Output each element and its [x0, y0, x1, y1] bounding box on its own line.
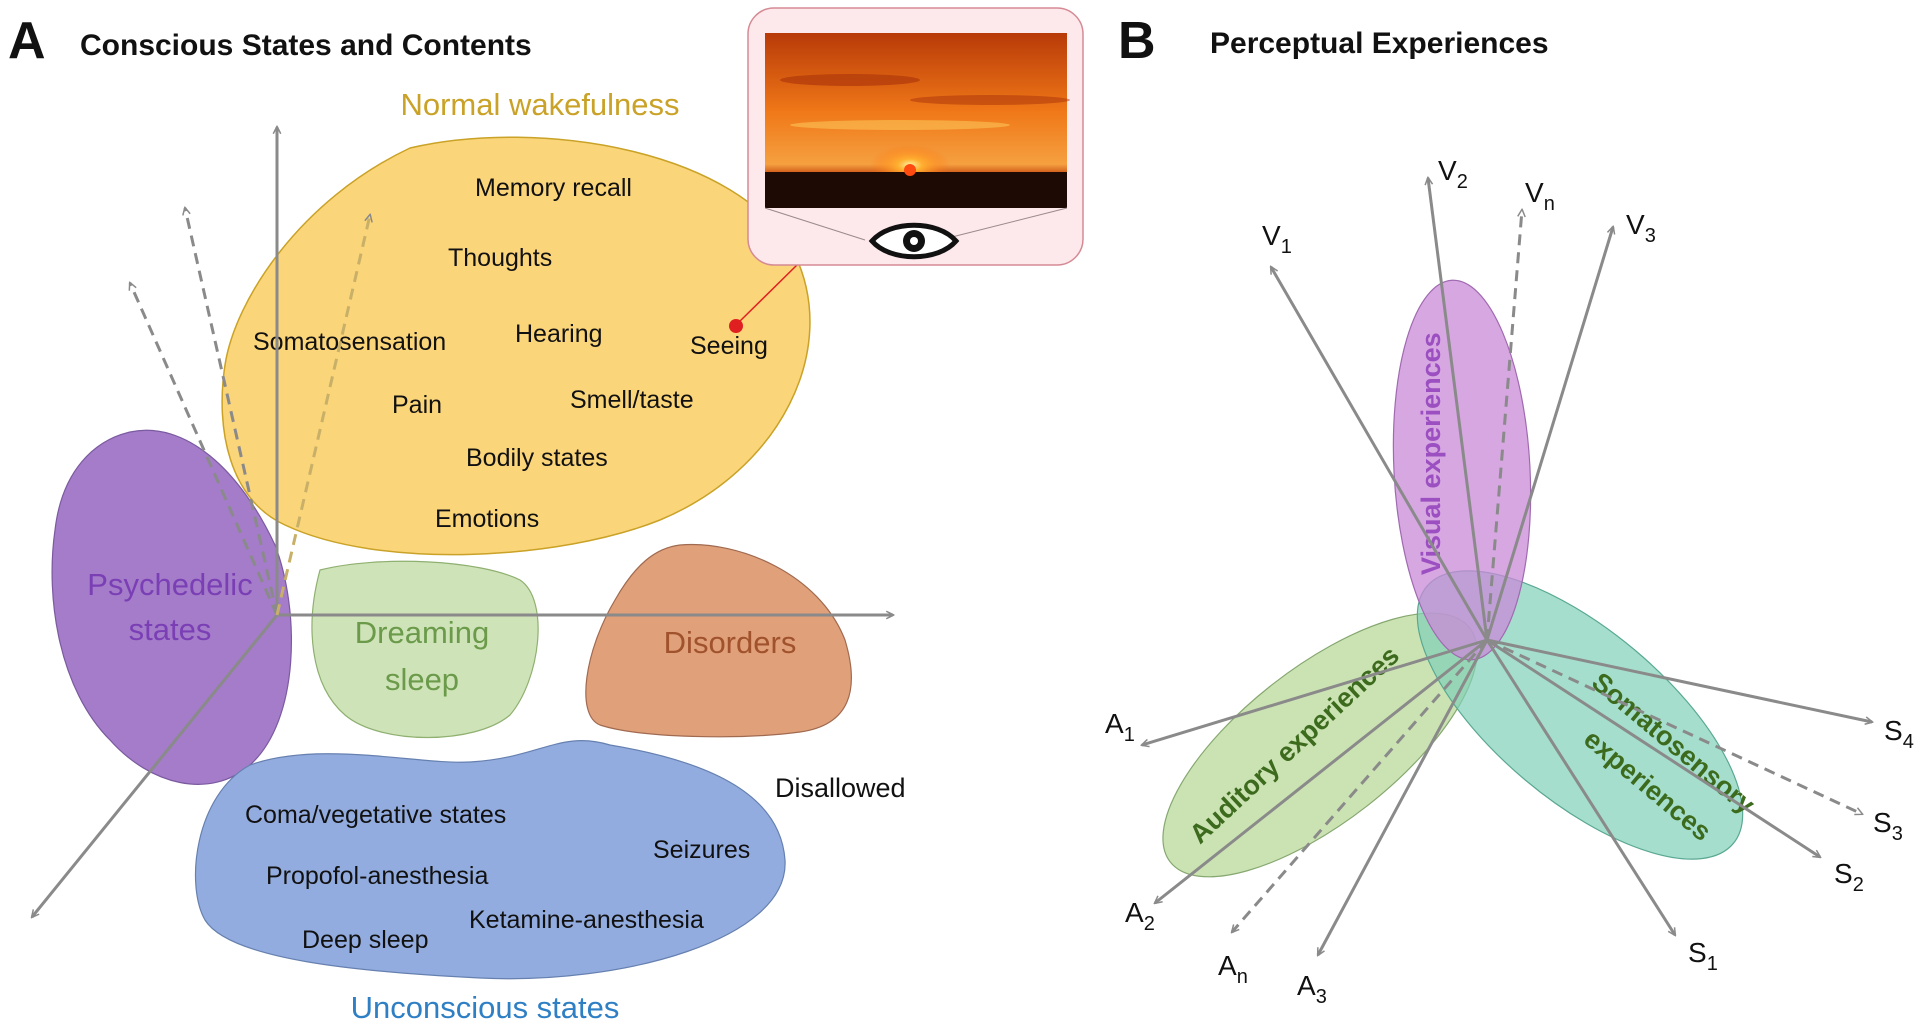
- axis-S4: [1486, 638, 1872, 722]
- label-V1: V1: [1262, 220, 1292, 258]
- item-coma: Coma/vegetative states: [245, 801, 506, 829]
- label-A3: A3: [1297, 970, 1327, 1008]
- item-memory-recall: Memory recall: [475, 174, 632, 202]
- psychedelic-states-region: [51, 429, 292, 785]
- normal-wakefulness-label: Normal wakefulness: [400, 87, 679, 122]
- panel-a-title: Conscious States and Contents: [80, 29, 532, 62]
- dashed-axis-1: [185, 208, 279, 616]
- label-V2: V2: [1438, 155, 1468, 193]
- label-An: An: [1218, 950, 1248, 988]
- item-seizures: Seizures: [653, 836, 750, 864]
- axis-An: [1232, 639, 1489, 932]
- label-A2: A2: [1125, 897, 1155, 935]
- label-S2: S2: [1834, 858, 1864, 896]
- sunset-photo: [765, 33, 1070, 208]
- label-Vn: Vn: [1525, 177, 1555, 215]
- normal-wakefulness-region: [221, 136, 811, 556]
- panel-a: A Conscious States and Contents Normal w…: [8, 7, 1084, 1025]
- axis-diagonal: [32, 614, 279, 917]
- dreaming-label-line2: sleep: [385, 662, 459, 697]
- dashed-axis-3: [275, 215, 370, 616]
- item-ketamine: Ketamine-anesthesia: [469, 906, 704, 934]
- dreaming-sleep-region: [311, 560, 539, 739]
- item-deep-sleep: Deep sleep: [302, 926, 428, 954]
- psychedelic-label-line2: states: [129, 612, 212, 647]
- visual-experiences-region: [1392, 279, 1532, 661]
- item-bodily-states: Bodily states: [466, 444, 608, 472]
- unconscious-states-region: [194, 740, 786, 980]
- panel-b-letter: B: [1118, 12, 1156, 70]
- seeing-marker: [729, 319, 743, 333]
- axis-A3: [1316, 639, 1489, 955]
- disorders-region: [585, 543, 852, 738]
- panel-b-title: Perceptual Experiences: [1210, 27, 1549, 60]
- label-S4: S4: [1884, 715, 1914, 753]
- dreaming-label-line1: Dreaming: [355, 615, 489, 650]
- item-seeing: Seeing: [690, 332, 768, 360]
- visual-experiences-label: Visual experiences: [1416, 332, 1446, 575]
- seeing-connector: [735, 261, 801, 326]
- label-A1: A1: [1105, 708, 1135, 746]
- item-smell-taste: Smell/taste: [570, 386, 694, 414]
- axis-S1: [1485, 639, 1675, 935]
- item-hearing: Hearing: [515, 320, 603, 348]
- panel-a-letter: A: [8, 12, 46, 70]
- axis-S3: [1486, 638, 1862, 816]
- axis-V3: [1485, 227, 1613, 641]
- item-propofol: Propofol-anesthesia: [266, 862, 488, 890]
- axis-S2: [1486, 638, 1820, 857]
- disallowed-label: Disallowed: [775, 773, 906, 803]
- axis-A1: [1142, 638, 1488, 745]
- label-V3: V3: [1626, 209, 1656, 247]
- label-S1: S1: [1688, 937, 1718, 975]
- psychedelic-label-line1: Psychedelic: [87, 567, 252, 602]
- axis-V2: [1428, 178, 1489, 641]
- item-emotions: Emotions: [435, 505, 539, 533]
- item-thoughts: Thoughts: [448, 244, 552, 272]
- dashed-axis-2: [130, 283, 279, 616]
- disorders-label: Disorders: [664, 625, 797, 660]
- panel-b: B Perceptual Experiences Visual experien…: [1105, 12, 1914, 1008]
- perception-inset: [747, 7, 1084, 266]
- axis-A2: [1155, 638, 1488, 903]
- item-pain: Pain: [392, 391, 442, 419]
- panel-b-axes: [1142, 178, 1872, 955]
- unconscious-label: Unconscious states: [351, 990, 620, 1025]
- axis-V1: [1269, 267, 1489, 641]
- panel-a-axes: [32, 127, 893, 917]
- label-S3: S3: [1873, 807, 1903, 845]
- eye-icon: [868, 222, 960, 260]
- item-somatosensation: Somatosensation: [253, 328, 446, 356]
